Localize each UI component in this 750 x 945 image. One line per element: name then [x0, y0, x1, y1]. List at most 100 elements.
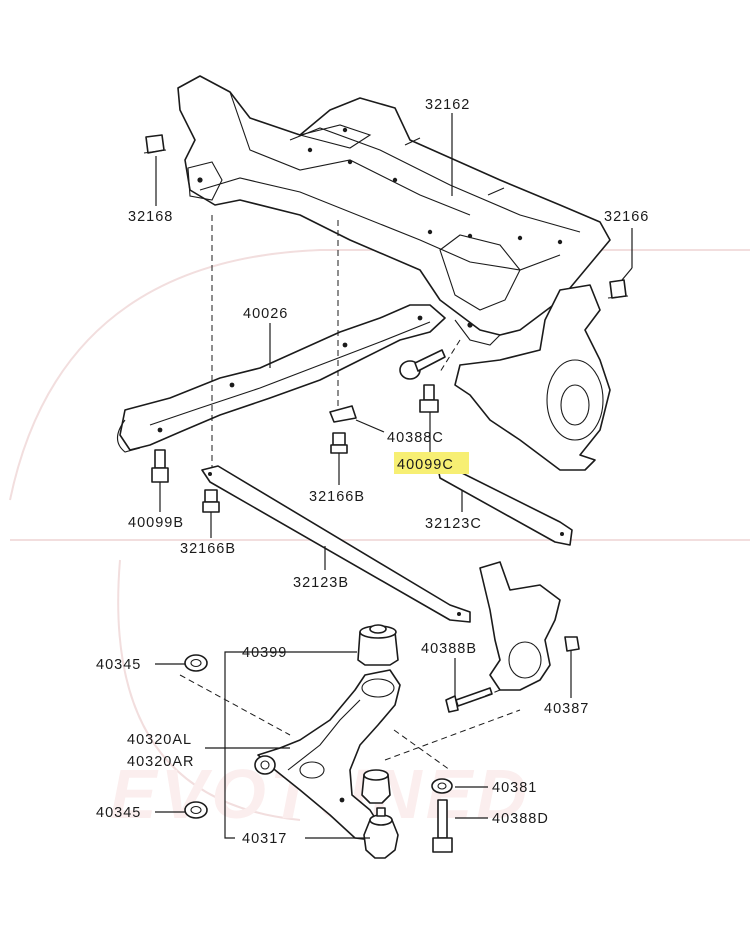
crossmember-hole [427, 229, 433, 235]
bushing-lower-top [363, 769, 389, 781]
crossmember-stud-a [404, 137, 421, 146]
bar-32123B-hole [208, 472, 212, 476]
lower-arm-front-bushing [254, 755, 276, 775]
bolt-40388C-shank [414, 349, 446, 372]
crossmember-hole [392, 177, 398, 183]
label-32162: 32162 [425, 97, 470, 113]
label-40317: 40317 [242, 831, 287, 847]
crossmember-mount-left [187, 161, 223, 201]
reinforcement-hole [342, 342, 348, 348]
nut-40387 [564, 636, 580, 652]
bolt-40388C [399, 349, 446, 380]
dash-line [439, 339, 461, 373]
nut-32168-flange [143, 149, 167, 154]
bolt-40099B-head [151, 467, 169, 483]
knuckle-lower-bore [508, 641, 542, 679]
washer-40381 [431, 778, 453, 794]
label-32168: 32168 [128, 209, 173, 225]
nut-32166B-left-body [202, 501, 220, 513]
reinforcement-40026 [116, 304, 446, 453]
crossmember-plate [299, 124, 372, 149]
crossmember-hole [467, 322, 473, 328]
label-40099B: 40099B [128, 515, 184, 531]
nut-32166 [607, 279, 629, 299]
crossmember-hole [517, 235, 523, 241]
lower-arm-cutout [299, 761, 325, 779]
crossmember-mount-foot [454, 319, 501, 346]
label-40388C: 40388C [387, 430, 444, 446]
label-32166B-left: 32166B [180, 541, 236, 557]
bolt-40099C-head [419, 399, 439, 413]
reinforcement-hole [417, 315, 423, 321]
washer-40381-bore [437, 782, 447, 790]
lower-arm-front-bore [260, 760, 270, 770]
label-32123C: 32123C [425, 516, 482, 532]
label-40345-bottom: 40345 [96, 805, 141, 821]
crossmember-hole [557, 239, 563, 245]
assembly-dash-lines [179, 215, 521, 771]
ball-joint-40317-stud [376, 807, 386, 817]
highlight-40099C [394, 452, 469, 474]
nut-32166-body [609, 279, 627, 299]
crossmember-mount-right [439, 234, 521, 311]
bolt-40099C [419, 384, 439, 413]
label-40388B: 40388B [421, 641, 477, 657]
dash-line [393, 729, 451, 771]
nut-32166B-left-top [204, 489, 218, 503]
knuckle-upper-hub [546, 359, 604, 441]
reinforcement-40026-ridge [149, 321, 431, 426]
bushing-40399-core [369, 624, 387, 634]
bolt-40388D-shank [437, 799, 448, 839]
label-32123B: 32123B [293, 575, 349, 591]
washer-40345-bottom-bore [190, 805, 202, 815]
washer-40345-bottom [184, 801, 208, 819]
bolt-40388D-head [432, 837, 453, 853]
crossmember-32162 [177, 75, 611, 346]
nut-32166B-middle [330, 432, 348, 454]
label-40388D: 40388D [492, 811, 549, 827]
knuckle-lower-body [479, 561, 561, 691]
lower-arm-body [257, 669, 401, 841]
knuckle-upper-bore [560, 384, 590, 426]
label-40345-top: 40345 [96, 657, 141, 673]
bushing-lower [361, 769, 391, 804]
dash-line [469, 689, 501, 703]
label-40320AL: 40320AL [127, 732, 192, 748]
crossmember-hole [347, 159, 353, 165]
nut-32166-flange [607, 295, 629, 299]
bolt-40388B-shank [455, 687, 493, 707]
label-32166: 32166 [604, 209, 649, 225]
crossmember-stud-b [487, 187, 505, 196]
bar-32123C [437, 465, 573, 546]
label-40381: 40381 [492, 780, 537, 796]
leader-32166-tip [621, 267, 633, 281]
lower-arm-bushing-eye [361, 678, 395, 698]
nut-32168 [143, 134, 167, 154]
leader-bracket-40399-40317 [224, 651, 357, 839]
bolt-40388D [432, 799, 453, 853]
watermark-swoosh-bottom [117, 559, 301, 821]
part-labels: 32162 32168 32166 40026 40388C 40099C 32… [96, 97, 649, 847]
bolt-40099C-shank [423, 384, 435, 401]
bushing-40399 [357, 624, 399, 666]
steering-knuckle-upper [454, 284, 611, 471]
dash-line [179, 674, 291, 736]
washer-40345-top [184, 654, 208, 672]
bar-32123B-hole [457, 612, 461, 616]
bar-32123B-body [201, 465, 471, 623]
lower-arm-hole [339, 797, 345, 803]
label-40099C: 40099C [397, 457, 454, 473]
dash-line [384, 709, 521, 761]
ball-joint-40317-body [363, 819, 399, 859]
reinforcement-40026-loop [116, 419, 141, 453]
label-40387: 40387 [544, 701, 589, 717]
reinforcement-hole [229, 382, 235, 388]
bolt-40388B-head [445, 695, 459, 713]
nut-32166B-middle-body [330, 444, 348, 454]
bolt-40099B [151, 449, 169, 483]
label-40320AR: 40320AR [127, 754, 194, 770]
lower-arm-40320 [254, 669, 401, 841]
reinforcement-hole [157, 427, 163, 433]
